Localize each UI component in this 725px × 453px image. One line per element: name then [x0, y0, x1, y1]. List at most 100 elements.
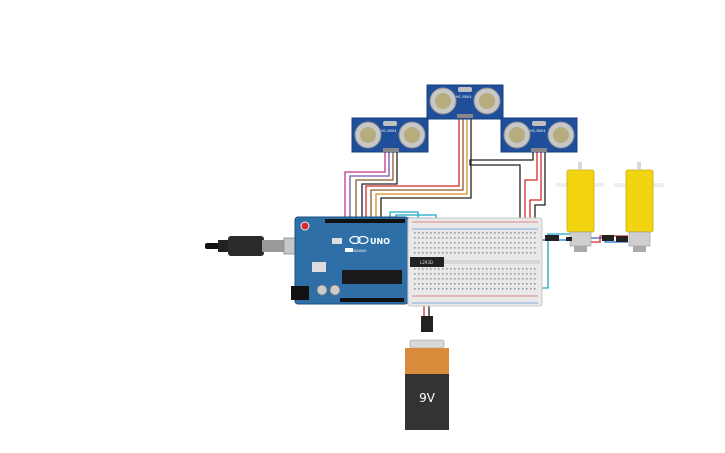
breadboard-hole [518, 232, 520, 234]
breadboard-hole [510, 237, 512, 239]
breadboard-hole [426, 278, 428, 280]
breadboard-hole [482, 237, 484, 239]
breadboard-hole [470, 283, 472, 285]
breadboard-hole [430, 242, 432, 244]
breadboard-hole [454, 273, 456, 275]
breadboard-hole [526, 273, 528, 275]
wire-middle-sensor-3[interactable] [375, 118, 468, 220]
breadboard-hole [426, 242, 428, 244]
wire-middle-sensor-4[interactable] [380, 118, 472, 220]
breadboard-hole [534, 268, 536, 270]
breadboard-hole [514, 278, 516, 280]
breadboard-hole [446, 237, 448, 239]
breadboard-hole [446, 283, 448, 285]
breadboard[interactable] [407, 217, 543, 307]
breadboard-hole [446, 268, 448, 270]
breadboard-hole [506, 273, 508, 275]
wire-right-sensor-3[interactable] [529, 152, 542, 226]
breadboard-hole [462, 278, 464, 280]
reset-button[interactable] [300, 221, 310, 231]
digital-header [325, 219, 405, 223]
breadboard-hole [494, 273, 496, 275]
breadboard-hole [534, 273, 536, 275]
breadboard-hole [506, 247, 508, 249]
breadboard-hole [414, 273, 416, 275]
wire-right-sensor-1[interactable] [469, 152, 534, 226]
wire-left-sensor-1[interactable] [344, 150, 386, 220]
breadboard-hole [522, 237, 524, 239]
breadboard-hole [498, 278, 500, 280]
breadboard-hole [442, 273, 444, 275]
dc-motor-right[interactable] [614, 162, 664, 252]
breadboard-hole [422, 242, 424, 244]
breadboard-hole [522, 242, 524, 244]
breadboard-hole [438, 278, 440, 280]
breadboard-hole [442, 268, 444, 270]
breadboard-hole [506, 242, 508, 244]
ultrasonic-sensor-middle[interactable]: HC-SR04 [426, 84, 504, 120]
breadboard-hole [502, 273, 504, 275]
breadboard-hole [418, 242, 420, 244]
dc-motor-left[interactable] [556, 162, 604, 252]
power-jack [291, 286, 309, 300]
breadboard-hole [498, 252, 500, 254]
wire-right-sensor-4[interactable] [534, 152, 546, 226]
breadboard-hole [510, 247, 512, 249]
breadboard-hole [454, 268, 456, 270]
ultrasonic-sensor-right[interactable]: HC-SR04 [500, 117, 578, 153]
breadboard-hole [434, 242, 436, 244]
breadboard-hole [478, 288, 480, 290]
breadboard-hole [442, 283, 444, 285]
breadboard-hole [518, 283, 520, 285]
wire-left-sensor-4[interactable] [361, 150, 398, 220]
breadboard-hole [438, 232, 440, 234]
ultrasonic-sensor-left[interactable]: HC-SR04 [351, 117, 429, 153]
breadboard-hole [478, 232, 480, 234]
breadboard-hole [506, 232, 508, 234]
breadboard-hole [414, 237, 416, 239]
breadboard-hole [498, 242, 500, 244]
breadboard-hole [426, 232, 428, 234]
wire-left-sensor-2[interactable] [349, 150, 390, 220]
arduino-uno-label: UNO [370, 237, 390, 246]
usb-cable[interactable] [205, 236, 309, 256]
breadboard-hole [494, 288, 496, 290]
breadboard-hole [414, 242, 416, 244]
wire-middle-sensor-1[interactable] [365, 118, 460, 220]
breadboard-hole [518, 247, 520, 249]
breadboard-hole [454, 283, 456, 285]
wire-middle-sensor-2[interactable] [370, 118, 464, 220]
analog-header [340, 298, 404, 302]
breadboard-hole [430, 252, 432, 254]
breadboard-hole [518, 237, 520, 239]
wire-left-sensor-3[interactable] [355, 150, 394, 220]
l293d-driver-chip[interactable]: L293D [410, 257, 444, 267]
breadboard-hole [522, 268, 524, 270]
breadboard-hole [474, 232, 476, 234]
breadboard-hole [442, 247, 444, 249]
breadboard-hole [478, 252, 480, 254]
breadboard-hole [450, 268, 452, 270]
breadboard-hole [470, 278, 472, 280]
sensor-right-label: HC-SR04 [530, 129, 546, 133]
breadboard-hole [442, 237, 444, 239]
battery-9v[interactable]: 9V [405, 316, 449, 430]
breadboard-hole [426, 237, 428, 239]
breadboard-hole [510, 273, 512, 275]
breadboard-hole [458, 283, 460, 285]
breadboard-hole [498, 247, 500, 249]
breadboard-hole [438, 237, 440, 239]
breadboard-hole [462, 247, 464, 249]
breadboard-hole [466, 288, 468, 290]
breadboard-hole [438, 242, 440, 244]
breadboard-hole [474, 273, 476, 275]
breadboard-hole [530, 273, 532, 275]
breadboard-hole [438, 273, 440, 275]
breadboard-hole [526, 278, 528, 280]
breadboard-hole [438, 288, 440, 290]
arduino-uno-board[interactable]: UNO ARDUINO [291, 216, 409, 305]
wire-right-sensor-2[interactable] [524, 152, 538, 226]
breadboard-hole [530, 237, 532, 239]
breadboard-hole [450, 247, 452, 249]
breadboard-hole [442, 232, 444, 234]
